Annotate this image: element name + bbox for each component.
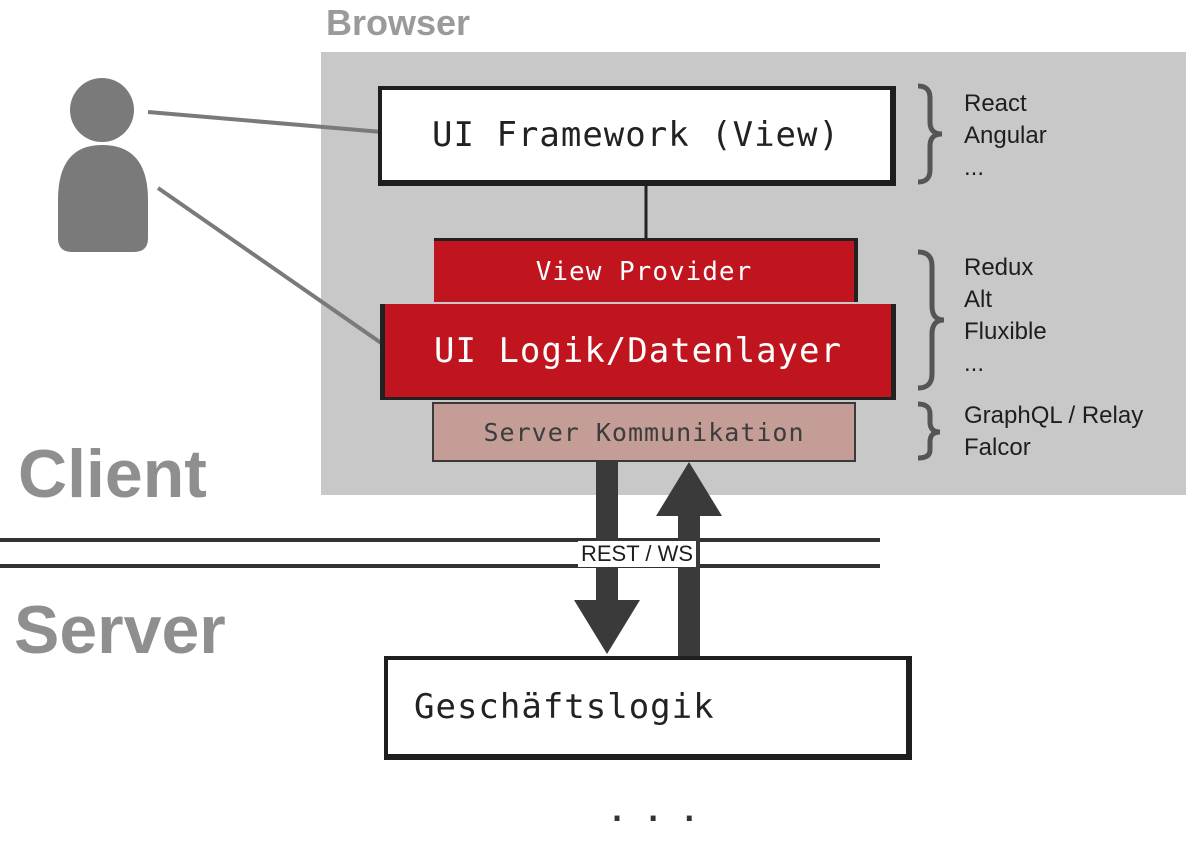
continuation-dots: . . .: [608, 794, 699, 829]
view-provider-box: View Provider: [434, 238, 858, 302]
tech-item: Fluxible: [964, 318, 1047, 345]
user-icon: [58, 78, 148, 252]
brace-state: [917, 249, 945, 391]
down-arrow: [574, 462, 640, 654]
tech-item: ...: [964, 154, 985, 181]
tech-item: Angular: [964, 122, 1047, 149]
tech-item: Falcor: [964, 434, 1031, 461]
brace-framework: [917, 83, 943, 185]
user-to-logic-line: [156, 186, 386, 347]
data-tech-list: GraphQL / Relay Falcor: [964, 400, 1143, 464]
user-to-framework-line: [147, 110, 383, 134]
server-label: Server: [14, 592, 226, 668]
connection-label: REST / WS: [578, 541, 697, 567]
tech-item: Redux: [964, 254, 1034, 281]
ui-framework-box: UI Framework (View): [378, 86, 896, 186]
tech-item: GraphQL / Relay: [964, 402, 1144, 429]
client-label: Client: [18, 436, 207, 512]
tech-item: Alt: [964, 286, 993, 313]
brace-data: [917, 401, 941, 461]
business-logic-box: Geschäftslogik: [384, 656, 912, 760]
ui-logic-box: UI Logik/Datenlayer: [380, 304, 896, 400]
browser-title: Browser: [326, 2, 471, 43]
state-tech-list: Redux Alt Fluxible ...: [964, 252, 1047, 380]
tech-item: React: [964, 90, 1027, 117]
server-communication-box: Server Kommunikation: [432, 402, 856, 462]
framework-tech-list: React Angular ...: [964, 88, 1047, 184]
tech-item: ...: [964, 350, 985, 377]
